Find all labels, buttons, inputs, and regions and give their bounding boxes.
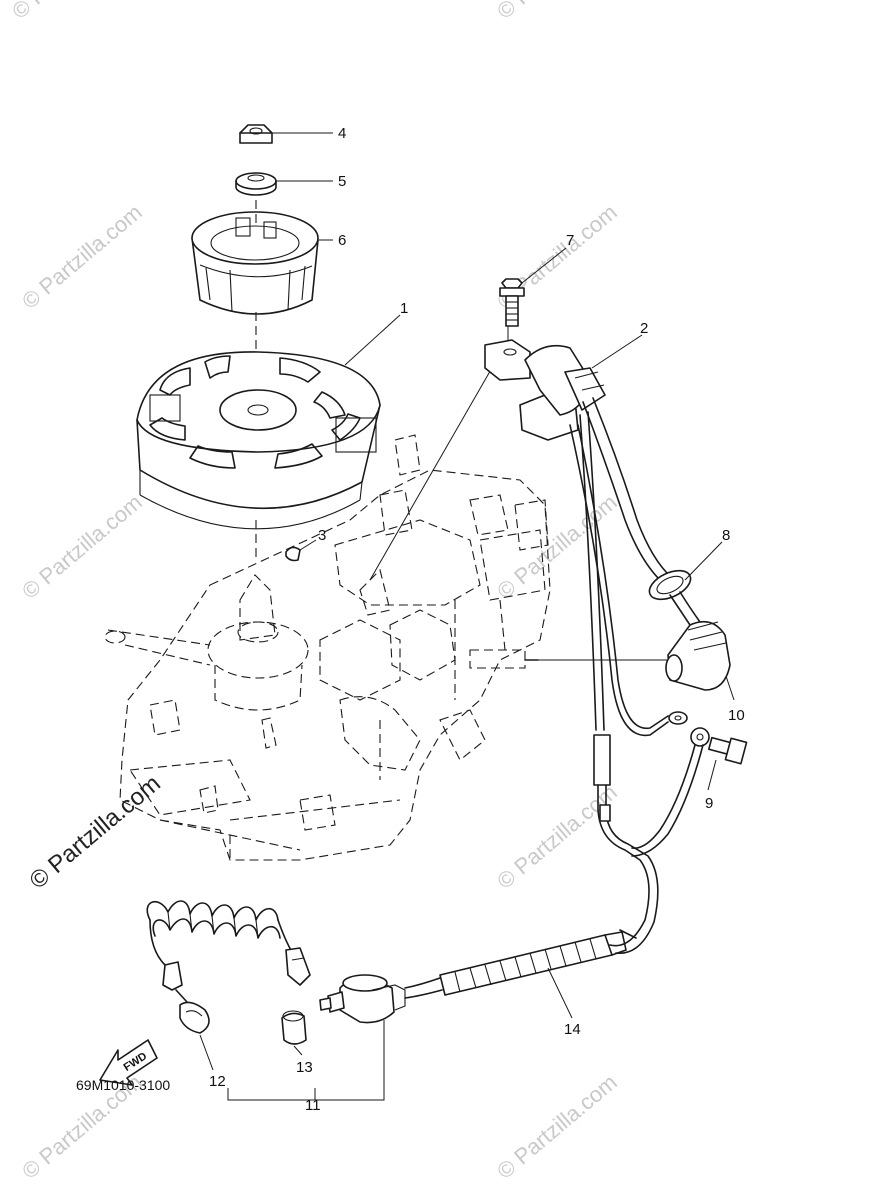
watermark: © Partzilla.com [17,199,147,313]
lanyard-part [146,900,311,1034]
callout-label: 14 [564,1021,581,1038]
watermark: © Partzilla.com [25,770,166,895]
watermark: © Partzilla.com [492,489,622,603]
callout-label: 12 [209,1073,226,1090]
callout-label: 9 [705,795,713,812]
callout-label: 2 [640,320,648,337]
nut-part [239,124,273,144]
callout-label: 13 [296,1059,313,1076]
flywheel-part [136,351,381,530]
spark-plug-cap-part [665,620,731,691]
callout-label: 7 [566,232,574,249]
spark-plug [369,325,668,669]
stop-switch-lead [597,784,659,954]
stop-switch-part [319,974,406,1024]
callout-label: 6 [338,232,346,249]
watermark: © Partzilla.com [492,779,622,893]
harness-part [404,931,627,999]
screw-part [631,727,748,857]
callout-label: 11 [305,1097,321,1114]
watermarks: © Partzilla.com © Partzilla.com © Partzi… [7,0,622,1184]
key-part [285,546,301,562]
callout-label: 8 [722,527,730,544]
watermark: © Partzilla.com [17,489,147,603]
callout-label: 5 [338,173,346,190]
callout-label: 10 [728,707,745,724]
fwd-arrow-icon: FWD [99,1039,158,1086]
watermark: © Partzilla.com [492,0,622,24]
bolt-part [499,278,525,327]
callout-label: 1 [400,300,408,317]
grommet-part [648,569,701,626]
starter-pulley-part [191,211,319,315]
engine-block [104,434,551,861]
ignition-coil-part [484,339,606,441]
callout-label: 4 [338,125,346,142]
callout-label: 3 [318,527,326,544]
diagram-code: 69M1010-3100 [76,1077,170,1093]
callout-leaders [199,132,735,1101]
watermark: © Partzilla.com [492,1069,622,1183]
coil-wires [569,397,688,786]
watermark: © Partzilla.com [7,0,137,24]
clip-part [281,1010,307,1045]
callout-labels: 4 5 6 7 1 2 3 8 10 9 14 13 12 11 [209,125,745,1114]
washer-part [235,172,277,196]
